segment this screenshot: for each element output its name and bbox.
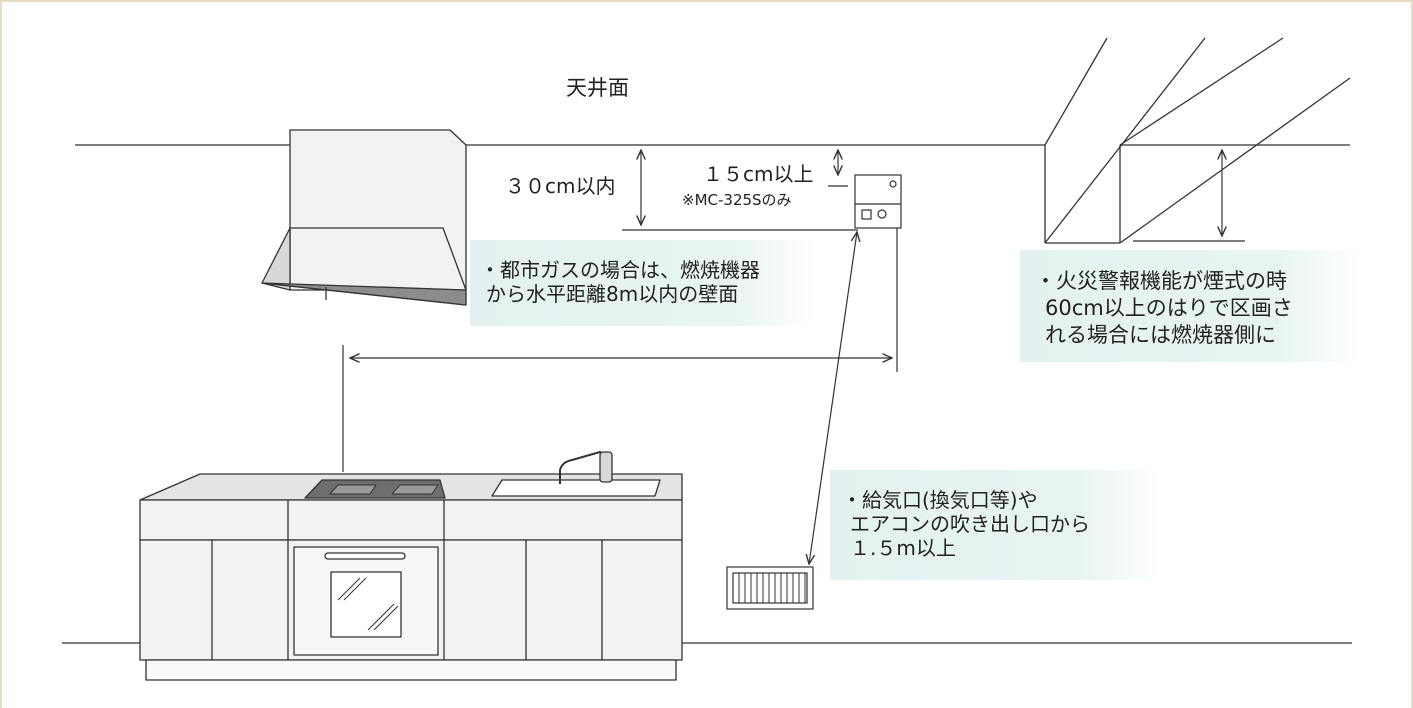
hood-clearance-dimension: [622, 150, 858, 231]
city-gas-note-line-2: から水平距離8m以内の壁面: [486, 282, 739, 306]
ceiling-label: 天井面: [566, 76, 629, 100]
city-gas-note-line-1: ・都市ガスの場合は、燃焼機器: [480, 258, 760, 282]
fire-alarm-note-line-1: ・火災警報機能が煙式の時: [1035, 269, 1287, 293]
note-bg-vent: [830, 470, 1160, 580]
vent-note-line-3: １.５m以上: [850, 536, 956, 560]
kitchen-counter: [139, 451, 683, 681]
vent-distance-dimension: [809, 232, 857, 564]
fire-alarm-note-line-3: れる場合には燃焼器側に: [1045, 323, 1276, 347]
note-bg-fire-alarm: [1020, 250, 1360, 362]
fire-alarm-note: ・火災警報機能が煙式の時 60cm以上のはりで区画さ れる場合には燃焼器側に: [1035, 268, 1293, 349]
gas-alarm-device: [854, 174, 902, 229]
hood-clearance-label: ３０cm以内: [505, 174, 616, 198]
fire-alarm-note-line-2: 60cm以上のはりで区画さ: [1045, 296, 1293, 320]
vent-note-line-2: エアコンの吹き出し口から: [850, 512, 1090, 536]
model-note-label: ※MC-325Sのみ: [682, 191, 792, 209]
air-vent-grille: [726, 566, 814, 610]
vent-note-line-1: ・給気口(換気口等)や: [842, 488, 1038, 512]
note-bg-city-gas: [470, 240, 815, 326]
range-hood: [261, 129, 467, 306]
alarm-clearance-dimension: [828, 150, 848, 187]
alarm-clearance-label: １５cm以上: [703, 162, 814, 186]
vent-note: ・給気口(換気口等)や エアコンの吹き出し口から １.５m以上: [842, 488, 1090, 560]
city-gas-note: ・都市ガスの場合は、燃焼機器 から水平距離8m以内の壁面: [480, 258, 760, 306]
ceiling-beam: [1044, 37, 1351, 244]
horizontal-distance-dimension: [342, 228, 898, 472]
